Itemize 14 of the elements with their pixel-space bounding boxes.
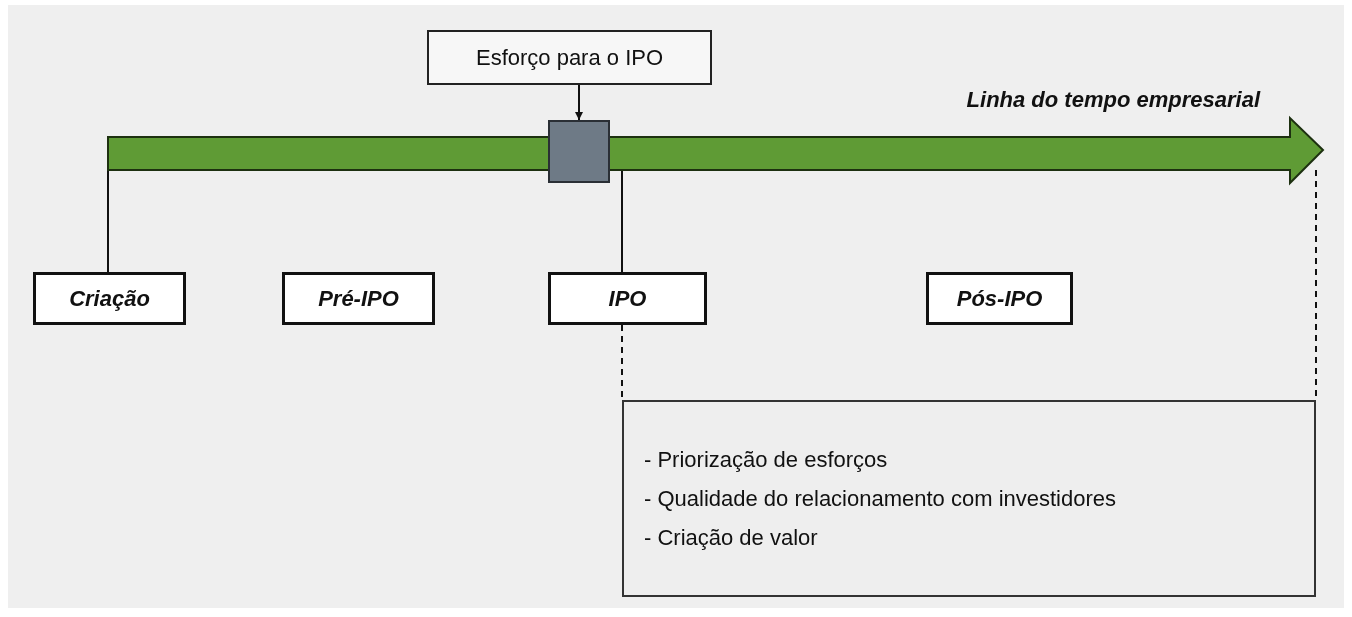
- bullet-item: - Qualidade do relacionamento com investidores: [644, 485, 1117, 513]
- phase-box: Criação: [33, 272, 186, 325]
- bullet-item: - Priorização de esforços: [644, 446, 888, 474]
- callout-box: Esforço para o IPO: [427, 30, 712, 85]
- notes-box: [622, 400, 1316, 597]
- bullet-item: - Criação de valor: [644, 524, 818, 552]
- timeline-label: Linha do tempo empresarial: [966, 86, 1260, 114]
- arrow: [575, 84, 583, 121]
- connector-line: [107, 169, 109, 273]
- phase-box: Pré-IPO: [282, 272, 435, 325]
- connector-line: [621, 169, 623, 273]
- timeline-arrow: [108, 118, 1325, 183]
- phase-box: IPO: [548, 272, 707, 325]
- phase-box: Pós-IPO: [926, 272, 1073, 325]
